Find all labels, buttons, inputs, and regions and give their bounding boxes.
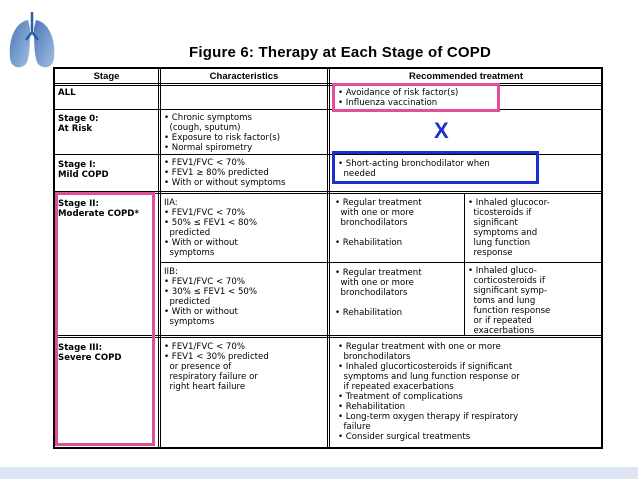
column-divider xyxy=(327,69,330,447)
stage-3-treatment: • Regular treatment with one or more bro… xyxy=(338,342,520,442)
lungs-icon xyxy=(2,10,62,76)
stage-2b-treatment: • Regular treatment with one or more bro… xyxy=(335,268,422,318)
highlight-box-stage-1-treatment xyxy=(332,151,539,184)
therapy-table: Stage Characteristics Recommended treatm… xyxy=(53,67,603,449)
stage-2a-characteristics: IIA: • FEV1/FVC < 70% • 50% ≤ FEV1 < 80%… xyxy=(164,198,258,258)
all-treatment: • Avoidance of risk factor(s) • Influenz… xyxy=(338,88,459,108)
annotation-x-mark: X xyxy=(434,118,449,143)
header-characteristics: Characteristics xyxy=(209,71,279,82)
header-treatment: Recommended treatment xyxy=(408,71,524,82)
stage-1-treatment: • Short-acting bronchodilator when neede… xyxy=(338,159,490,179)
figure-title: Figure 6: Therapy at Each Stage of COPD xyxy=(188,44,492,61)
stage-1-characteristics: • FEV1/FVC < 70% • FEV1 ≥ 80% predicted … xyxy=(164,158,286,188)
column-divider xyxy=(158,69,161,447)
highlight-box-stage-2-3 xyxy=(55,192,155,446)
stage-2b-extra-treatment: • Inhaled gluco- corticosteroids if sign… xyxy=(468,266,551,336)
highlight-box-all-treatment xyxy=(332,83,500,112)
stage-all-label: ALL xyxy=(58,88,76,98)
stage-2a-treatment: • Regular treatment with one or more bro… xyxy=(335,198,422,248)
stage-1-label: Stage I: Mild COPD xyxy=(58,160,109,180)
footer-bar xyxy=(0,467,638,479)
stage-3-label: Stage III: Severe COPD xyxy=(58,343,122,363)
stage-0-characteristics: • Chronic symptoms (cough, sputum) • Exp… xyxy=(164,113,281,153)
row-divider xyxy=(161,262,601,263)
stage-2a-extra-treatment: • Inhaled glucocor- ticosteroids if sign… xyxy=(468,198,550,258)
column-divider xyxy=(464,193,465,335)
header-stage: Stage xyxy=(93,71,120,82)
stage-0-label: Stage 0: At Risk xyxy=(58,114,99,134)
stage-2b-characteristics: IIB: • FEV1/FVC < 70% • 30% ≤ FEV1 < 50%… xyxy=(164,267,258,327)
stage-2-label: Stage II: Moderate COPD* xyxy=(58,199,139,219)
stage-3-characteristics: • FEV1/FVC < 70% • FEV1 < 30% predicted … xyxy=(164,342,269,392)
